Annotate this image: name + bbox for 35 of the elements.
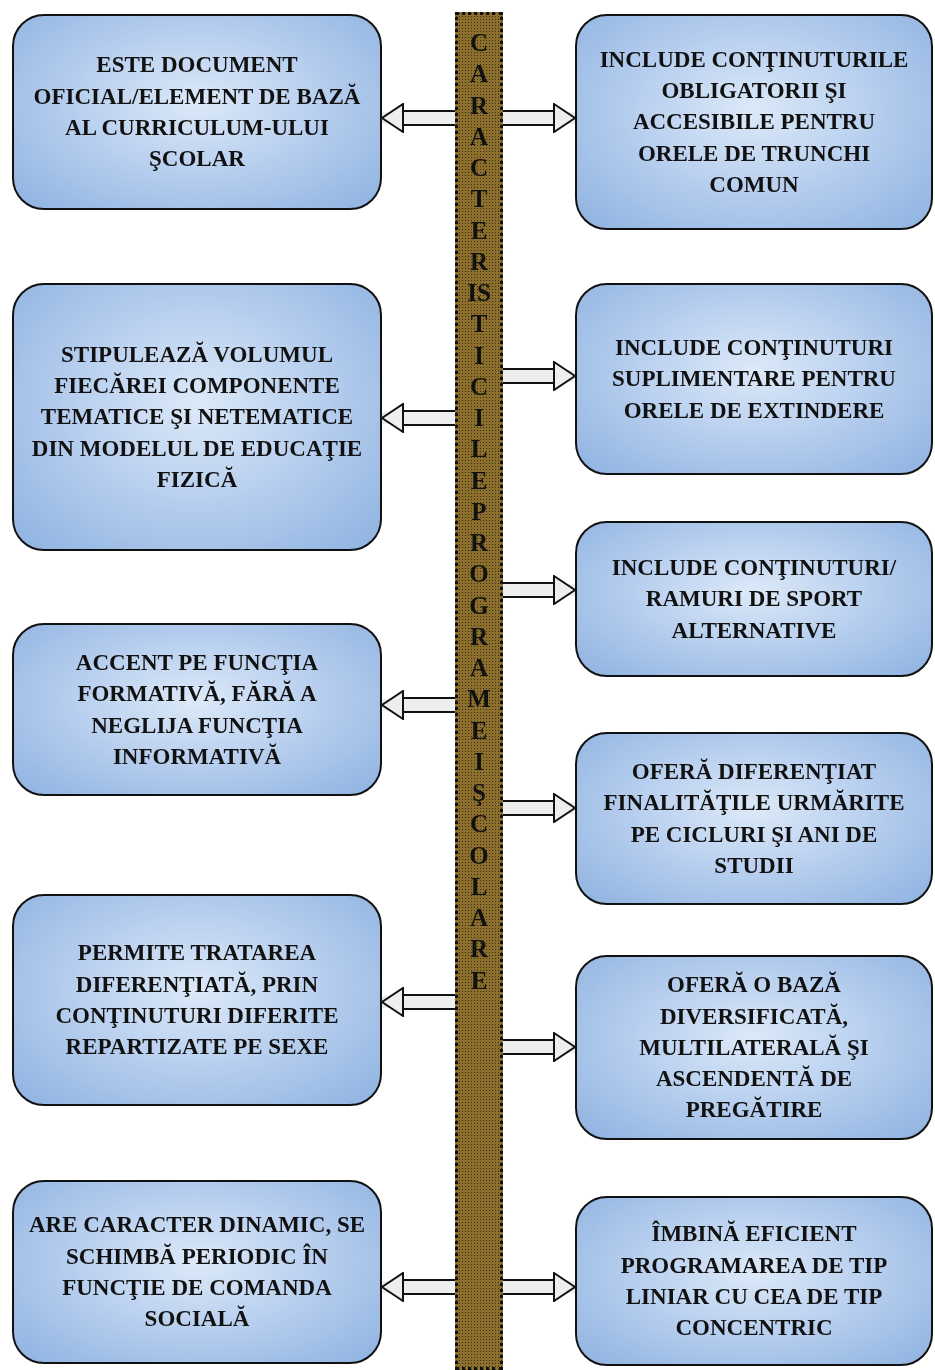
box-text: ESTE DOCUMENT OFICIAL/ELEMENT DE BAZĂ AL CURRICULUM-ULUI ŞCOLAR — [32, 51, 362, 174]
arrow — [381, 103, 455, 133]
feature-box — [12, 283, 382, 551]
feature-box — [12, 623, 382, 796]
vertical-title: CARACTERISTICILE PROGRAMEI ŞCOLARE — [466, 28, 492, 996]
arrow — [381, 690, 455, 720]
feature-box — [575, 732, 933, 905]
arrow — [381, 1272, 455, 1302]
box-text: INCLUDE CONŢINUTURI/ RAMURI DE SPORT ALTERNATIVE — [610, 554, 898, 645]
box-text: OFERĂ DIFERENŢIAT FINALITĂŢILE URMĂRITE PE CICLURI ŞI ANI DE STUDII — [602, 757, 906, 880]
arrow — [503, 793, 576, 823]
arrow — [503, 103, 576, 133]
box-text: PERMITE TRATAREA DIFERENŢIATĂ, PRIN CONŢINUTURI DIFERITE REPARTIZATE PE SEXE — [54, 939, 340, 1062]
box-text: STIPULEAZĂ VOLUMUL FIECĂREI COMPONENTE TEMATICE ŞI NETEMATICE DIN MODELUL DE EDUCAŢIE FIZICĂ — [30, 340, 364, 494]
arrow — [503, 1032, 576, 1062]
box-text: INCLUDE CONŢINUTURILE OBLIGATORII ŞI ACCESIBILE PENTRU ORELE DE TRUNCHI COMUN — [598, 45, 910, 199]
arrow — [503, 361, 576, 391]
box-text: OFERĂ O BAZĂ DIVERSIFICATĂ, MULTILATERALĂ ŞI ASCENDENTĂ DE PREGĂTIRE — [638, 970, 870, 1125]
feature-box — [575, 521, 933, 677]
box-text: ACCENT PE FUNCŢIA FORMATIVĂ, FĂRĂ A NEGLIJA FUNCŢIA INFORMATIVĂ — [74, 648, 320, 771]
feature-box — [575, 1196, 933, 1366]
feature-box — [12, 14, 382, 210]
box-text: INCLUDE CONŢINUTURI SUPLIMENTARE PENTRU ORELE DE EXTINDERE — [611, 334, 897, 425]
arrow — [381, 987, 455, 1017]
feature-box — [575, 283, 933, 475]
arrow — [381, 403, 455, 433]
box-text: ARE CARACTER DINAMIC, SE SCHIMBĂ PERIODIC ÎN FUNCŢIE DE COMANDA SOCIALĂ — [28, 1211, 366, 1334]
arrow — [503, 575, 576, 605]
feature-box — [12, 1180, 382, 1364]
arrow — [503, 1272, 576, 1302]
central-bar — [455, 12, 503, 1370]
feature-box — [575, 955, 933, 1140]
box-text: ÎMBINĂ EFICIENT PROGRAMAREA DE TIP LINIAR CU CEA DE TIP CONCENTRIC — [619, 1219, 889, 1343]
feature-box — [575, 14, 933, 230]
feature-box — [12, 894, 382, 1106]
